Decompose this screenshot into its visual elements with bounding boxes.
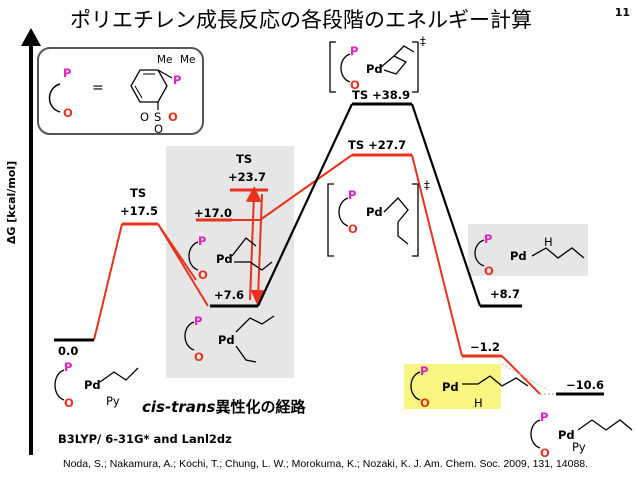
ts3-atom-O: O bbox=[350, 78, 360, 92]
sulfonate-O3: O bbox=[154, 122, 164, 136]
final-atom-Pd: Pd bbox=[558, 428, 575, 442]
gray-bottom-atom-O: O bbox=[194, 350, 204, 364]
ts1-value: +17.5 bbox=[120, 204, 159, 218]
cis-trans-panel bbox=[166, 146, 294, 378]
level-minus-10-6: −10.6 bbox=[566, 378, 605, 392]
route-label: cis-trans異性化の経路 bbox=[142, 396, 306, 417]
ts4-atom-Pd: Pd bbox=[366, 205, 383, 219]
highlight-panel bbox=[404, 364, 501, 409]
gray-top-atom-P: P bbox=[198, 234, 207, 248]
ts3-atom-Pd: Pd bbox=[366, 62, 383, 76]
agostic-panel bbox=[468, 224, 588, 276]
start-atom-Py: Py bbox=[106, 394, 120, 408]
yellow-atom-O: O bbox=[420, 396, 430, 410]
ts-bracket-mid bbox=[327, 183, 419, 257]
page-title: ポリエチレン成長反応の各段階のエネルギー計算 bbox=[70, 8, 532, 32]
computation-method: B3LYP/ 6-31G* and Lanl2dz bbox=[58, 432, 232, 446]
red-energy-path bbox=[93, 154, 541, 395]
sulfonate-O1: O bbox=[140, 110, 150, 124]
start-atom-O: O bbox=[64, 396, 74, 410]
legend-me1: Me bbox=[157, 54, 173, 66]
legend-atom-P: P bbox=[63, 66, 72, 80]
ring-to-P-bond bbox=[157, 69, 173, 79]
citation: Noda, S.; Nakamura, A.; Kochi, T.; Chung… bbox=[63, 458, 589, 470]
ts2-label: TS bbox=[236, 152, 253, 166]
ts-bracket-top bbox=[329, 41, 419, 93]
sulfonate-O2: O bbox=[168, 110, 178, 124]
agostic-atom-O: O bbox=[484, 264, 494, 278]
ts1-label: TS bbox=[130, 186, 147, 200]
final-atom-O: O bbox=[540, 446, 550, 460]
final-atom-P: P bbox=[540, 410, 549, 424]
ts4-atom-P: P bbox=[348, 188, 357, 202]
y-axis-label: ΔG [kcal/mol] bbox=[5, 160, 19, 245]
legend-atom-O: O bbox=[63, 106, 73, 120]
y-axis-arrowhead bbox=[21, 28, 41, 46]
route-label-rest: 異性化の経路 bbox=[215, 398, 306, 416]
ts4-label: TS +27.7 bbox=[348, 138, 407, 152]
agostic-atom-P: P bbox=[484, 232, 493, 246]
gray-bottom-atom-Pd: Pd bbox=[218, 333, 235, 347]
legend-chelate-arc bbox=[48, 83, 61, 113]
ts3-label: TS +38.9 bbox=[352, 88, 411, 102]
red-levels bbox=[122, 153, 502, 358]
start-atom-P: P bbox=[64, 360, 73, 374]
molecule-sketches bbox=[54, 45, 633, 449]
ts3-dagger: ‡ bbox=[420, 34, 426, 48]
route-label-italic: cis-trans bbox=[142, 398, 216, 416]
ts2-value: +23.7 bbox=[228, 170, 267, 184]
sulfonate-S: S bbox=[154, 110, 162, 124]
start-atom-Pd: Pd bbox=[84, 378, 101, 392]
gray-top-atom-O: O bbox=[198, 268, 208, 282]
level-0: 0.0 bbox=[58, 344, 79, 358]
agostic-atom-Pd: Pd bbox=[510, 249, 527, 263]
final-atom-Py: Py bbox=[572, 440, 586, 454]
page-number: 11 bbox=[614, 6, 630, 19]
black-energy-path bbox=[257, 103, 482, 307]
legend-phosphorus: P bbox=[173, 73, 182, 87]
ring-bond-b bbox=[134, 85, 143, 99]
level-7-6: +7.6 bbox=[214, 288, 245, 302]
agostic-atom-H: H bbox=[544, 235, 553, 249]
legend-equals: = bbox=[92, 80, 104, 96]
ts4-dagger: ‡ bbox=[424, 178, 430, 192]
black-levels bbox=[54, 102, 604, 396]
level-8-7: +8.7 bbox=[490, 287, 521, 301]
gray-top-atom-Pd: Pd bbox=[216, 252, 233, 266]
yellow-atom-H: H bbox=[474, 396, 483, 410]
legend-me2: Me bbox=[180, 54, 196, 66]
red-dotted-connector bbox=[501, 363, 549, 391]
gray-bottom-atom-P: P bbox=[194, 314, 203, 328]
yellow-atom-Pd: Pd bbox=[442, 380, 459, 394]
level-17-0: +17.0 bbox=[194, 206, 233, 220]
level-minus-1-2: −1.2 bbox=[470, 340, 501, 354]
ts3-atom-P: P bbox=[350, 44, 359, 58]
ligand-legend-box bbox=[37, 47, 204, 135]
yellow-atom-P: P bbox=[420, 364, 429, 378]
ts4-atom-O: O bbox=[348, 222, 358, 236]
